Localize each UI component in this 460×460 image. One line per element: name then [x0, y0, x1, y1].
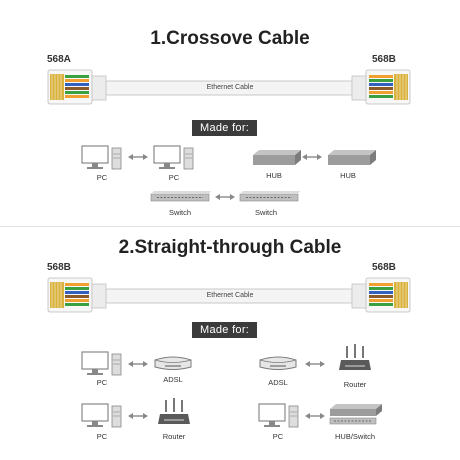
router-icon	[158, 398, 190, 424]
hub-icon	[253, 150, 301, 165]
double-arrow-icon	[305, 361, 325, 367]
switch-icon	[150, 191, 211, 202]
straight-title: 2.Straight-through Cable	[118, 237, 342, 258]
crossover-cable-label: Ethernet Cable	[206, 84, 254, 91]
crossover-right-standard: 568B	[372, 54, 396, 65]
device-label: HUB	[266, 171, 282, 180]
switch-icon	[239, 191, 300, 202]
hub-icon	[328, 150, 376, 165]
pc-icon	[153, 145, 194, 170]
double-arrow-icon	[305, 413, 325, 419]
crossover-cable	[47, 64, 411, 110]
device-label: PC	[96, 173, 108, 182]
section-divider	[0, 226, 460, 227]
device-label: Router	[343, 380, 367, 389]
double-arrow-icon	[128, 154, 148, 160]
device-label: Router	[162, 432, 186, 441]
crossover-left-standard: 568A	[47, 54, 71, 65]
device-label: Switch	[168, 208, 192, 217]
device-label: PC	[96, 378, 108, 387]
rj45-plug-icon	[47, 69, 107, 105]
pc-icon	[258, 403, 299, 428]
router-icon	[339, 344, 371, 370]
straight-cable-drawing	[47, 277, 411, 313]
device-label: HUB	[340, 171, 356, 180]
adsl-modem-icon	[259, 356, 297, 370]
device-label: HUB/Switch	[334, 432, 375, 441]
pc-icon	[81, 145, 122, 170]
straight-cable	[47, 272, 411, 318]
crossover-title: 1.Crossove Cable	[150, 28, 310, 49]
pc-icon	[81, 403, 122, 428]
device-label: ADSL	[268, 378, 288, 387]
double-arrow-icon	[128, 413, 148, 419]
double-arrow-icon	[302, 154, 322, 160]
straight-right-standard: 568B	[372, 262, 396, 273]
device-label: ADSL	[163, 375, 183, 384]
device-label: PC	[96, 432, 108, 441]
pc-icon	[81, 351, 122, 376]
double-arrow-icon	[128, 361, 148, 367]
double-arrow-icon	[215, 194, 235, 200]
rj45-plug-icon	[351, 69, 411, 105]
crossover-made-for: Made for:	[192, 120, 258, 136]
adsl-modem-icon	[154, 356, 192, 370]
straight-cable-label: Ethernet Cable	[206, 292, 254, 299]
straight-left-standard: 568B	[47, 262, 71, 273]
rj45-plug-icon	[351, 277, 411, 313]
crossover-cable-drawing	[47, 69, 411, 105]
device-label: Switch	[254, 208, 278, 217]
device-label: PC	[168, 173, 180, 182]
device-label: PC	[272, 432, 284, 441]
straight-made-for: Made for:	[192, 322, 258, 338]
rj45-plug-icon	[47, 277, 107, 313]
hub-icon	[329, 404, 382, 425]
